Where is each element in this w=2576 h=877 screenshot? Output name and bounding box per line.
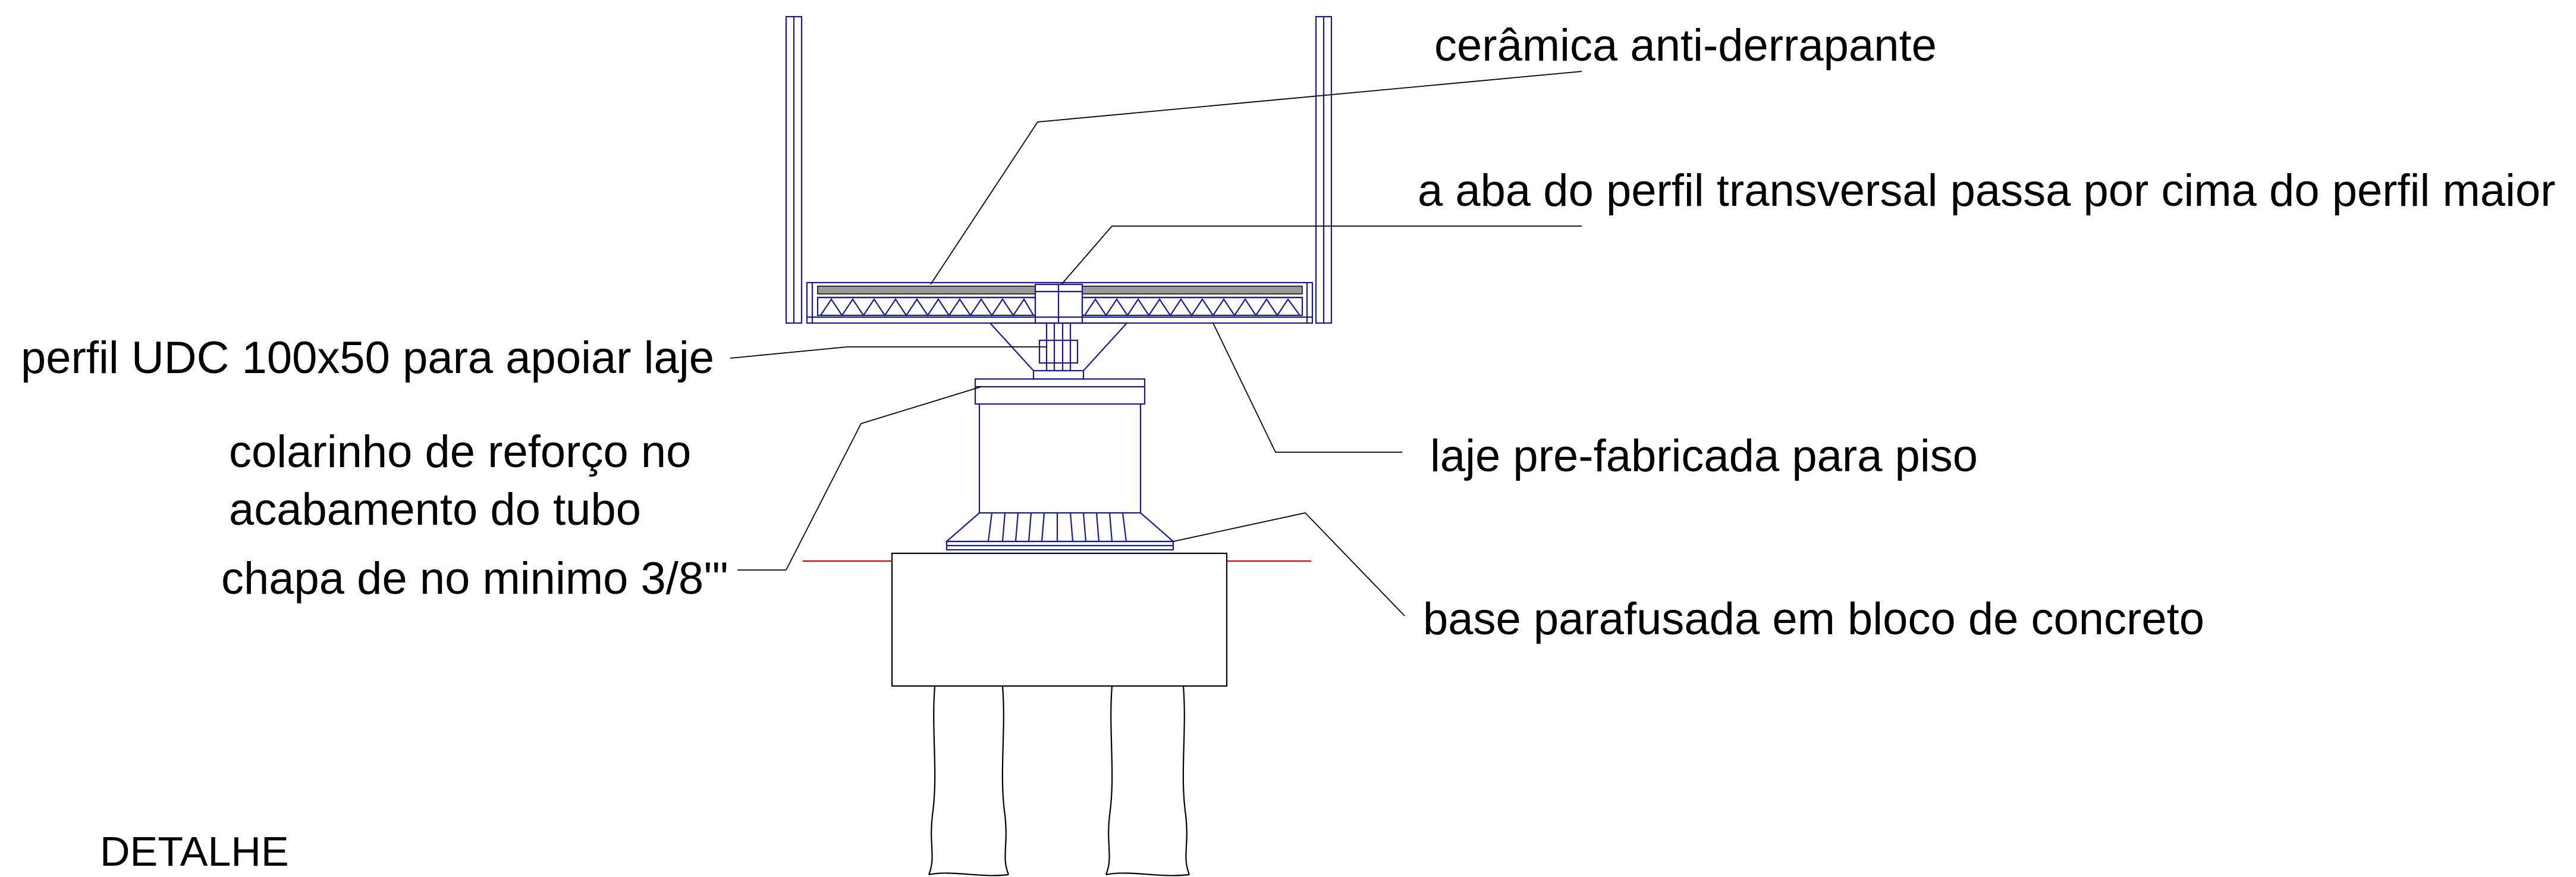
reinforcement-collar — [974, 322, 1146, 405]
stiffener-ribs — [987, 512, 1127, 542]
floor-slab-assembly — [806, 281, 1314, 324]
leader-laje — [1212, 322, 1402, 453]
label-colarinho-line2: acabamento do tubo — [229, 484, 641, 535]
base-plate — [945, 512, 1175, 551]
label-ceramica: cerâmica anti-derrapante — [1434, 20, 1937, 71]
udc-profile — [1032, 322, 1085, 380]
leader-perfil-udc — [730, 346, 1047, 359]
support-tube — [978, 404, 1142, 513]
leader-ceramica — [930, 71, 1582, 285]
right-railing-post — [1315, 15, 1333, 324]
label-colarinho-line1: colarinho de reforço no — [229, 427, 691, 477]
leader-colarinho — [786, 386, 982, 571]
leader-lines — [730, 71, 1582, 616]
label-laje: laje pre-fabricada para piso — [1430, 431, 1978, 481]
concrete-piles — [928, 685, 1190, 876]
label-base: base parafusada em bloco de concreto — [1423, 594, 2204, 644]
leader-aba — [1061, 225, 1582, 285]
concrete-block — [891, 552, 1228, 687]
label-aba: a aba do perfil transversal passa por ci… — [1418, 165, 2556, 216]
label-chapa: chapa de no minimo 3/8'" — [221, 553, 728, 604]
label-perfil-udc: perfil UDC 100x50 para apoiar laje — [21, 333, 714, 383]
left-railing-post — [785, 15, 803, 324]
annotations: cerâmica anti-derrapante a aba do perfil… — [21, 20, 2556, 875]
leader-base — [1173, 512, 1405, 616]
drawing-title: DETALHE — [100, 828, 289, 875]
